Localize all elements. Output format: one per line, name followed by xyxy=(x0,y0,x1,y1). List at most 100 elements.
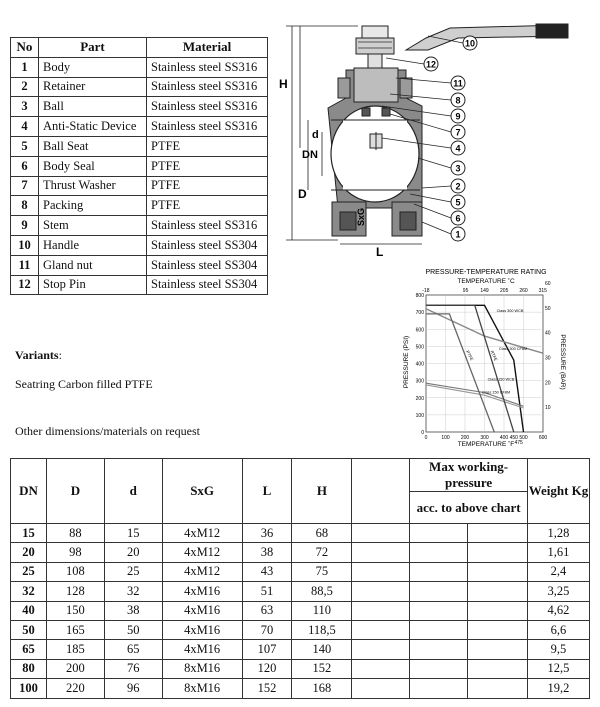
dims-cell-l: 51 xyxy=(241,581,293,602)
chart-ytick-left: 300 xyxy=(416,379,425,385)
dims-cell-empty xyxy=(351,678,411,699)
chart-ytick-right: 50 xyxy=(545,306,551,312)
chart-ytick-left: 500 xyxy=(416,344,425,350)
chart-xtick-bottom: 475 xyxy=(514,440,523,446)
parts-cell-no: 1 xyxy=(10,56,39,78)
callout-circle xyxy=(450,194,466,210)
parts-cell-no: 6 xyxy=(10,155,39,177)
chart-xlabel: TEMPERATURE ˚F xyxy=(458,440,515,448)
dims-cell-weight: 19,2 xyxy=(526,678,591,699)
chart-xtick-top: 149 xyxy=(480,288,489,294)
callout-circle xyxy=(450,124,466,140)
dims-cell-h: 110 xyxy=(291,600,353,621)
dims-cell-empty xyxy=(351,581,411,602)
chart-ytick-right: 40 xyxy=(545,331,551,337)
dims-cell-empty xyxy=(409,561,469,583)
chart-xtick-top: 205 xyxy=(500,288,509,294)
parts-cell-part: Ball Seat xyxy=(38,135,147,157)
dims-cell-d-small: 15 xyxy=(103,522,163,544)
chart-ytick-left: 600 xyxy=(416,327,425,333)
dims-cell-weight: 12,5 xyxy=(526,658,591,680)
chart-xtick-bottom: 450 xyxy=(510,435,519,441)
chart-series-label: Class 150 CF8M xyxy=(482,390,510,394)
dims-header-pressure: Max working-pressure xyxy=(409,458,528,492)
dims-cell-d-small: 38 xyxy=(103,600,163,621)
chart-series-line xyxy=(425,384,524,409)
variants-note: Other dimensions/materials on request xyxy=(15,424,200,438)
variants-colon: : xyxy=(58,348,62,362)
dims-header-d-small: d xyxy=(103,458,163,524)
callout-circle xyxy=(450,178,466,194)
dims-cell-sxg: 4xM12 xyxy=(161,542,243,563)
dims-cell-dn: 65 xyxy=(10,639,47,660)
dims-header-d-large: D xyxy=(45,458,105,524)
parts-cell-part: Ball xyxy=(38,96,147,118)
callout-number: 4 xyxy=(455,144,460,154)
parts-cell-no: 10 xyxy=(10,234,39,256)
callout-circle xyxy=(450,210,466,226)
dims-cell-empty xyxy=(467,639,528,660)
parts-cell-part: Handle xyxy=(38,234,147,256)
callout-number: 9 xyxy=(455,112,460,122)
parts-cell-part: Body Seal xyxy=(38,155,147,177)
dims-cell-empty xyxy=(467,619,528,641)
chart-ytick-right: 10 xyxy=(545,405,551,411)
dims-cell-d-large: 185 xyxy=(45,639,105,660)
callout-circle xyxy=(450,226,466,242)
dim-l-label: L xyxy=(376,245,383,258)
dims-cell-l: 70 xyxy=(241,619,293,641)
callout-circle xyxy=(450,140,466,156)
chart-ytick-left: 0 xyxy=(421,430,424,436)
dims-header-pressure-sub: acc. to above chart xyxy=(409,491,528,524)
callout-number: 5 xyxy=(455,198,460,208)
callout-number: 1 xyxy=(455,230,460,240)
variants-label: Variants xyxy=(15,348,59,362)
dims-cell-empty xyxy=(351,600,411,621)
parts-cell-part: Packing xyxy=(38,195,147,217)
dimensions-table: DN D d SxG L H Max working-pressure Weig… xyxy=(10,458,591,699)
dims-cell-weight: 9,5 xyxy=(526,639,591,660)
parts-cell-material: PTFE xyxy=(146,155,268,177)
callout-leader-line xyxy=(413,203,452,219)
dims-cell-empty xyxy=(409,600,469,621)
dim-d-small-label: d xyxy=(312,129,319,141)
dims-cell-h: 168 xyxy=(291,678,353,699)
dims-cell-d-small: 20 xyxy=(103,542,163,563)
dims-cell-sxg: 4xM16 xyxy=(161,581,243,602)
dims-cell-dn: 40 xyxy=(10,600,47,621)
dims-cell-empty xyxy=(467,600,528,621)
dims-cell-h: 72 xyxy=(291,542,353,563)
dims-cell-empty xyxy=(351,542,411,563)
chart-title: PRESSURE-TEMPERATURE RATING xyxy=(425,269,546,276)
parts-cell-material: Stainless steel SS304 xyxy=(146,274,268,296)
parts-cell-no: 11 xyxy=(10,254,39,276)
dims-cell-l: 38 xyxy=(241,542,293,563)
chart-line-label: RTFE xyxy=(489,350,498,362)
callout-leader-line xyxy=(381,105,452,117)
dims-cell-l: 152 xyxy=(241,678,293,699)
dims-cell-d-large: 98 xyxy=(45,542,105,563)
dims-cell-sxg: 4xM16 xyxy=(161,619,243,641)
dims-cell-weight: 4,62 xyxy=(526,600,591,621)
dims-cell-d-small: 76 xyxy=(103,658,163,680)
callout-leader-line xyxy=(427,35,464,44)
dims-cell-h: 152 xyxy=(291,658,353,680)
dims-cell-empty xyxy=(409,522,469,544)
dims-cell-empty xyxy=(467,542,528,563)
dims-cell-h: 118,5 xyxy=(291,619,353,641)
parts-cell-part: Anti-Static Device xyxy=(38,116,147,137)
parts-cell-no: 12 xyxy=(10,274,39,296)
chart-ytick-right: 60 xyxy=(545,281,551,287)
dims-cell-empty xyxy=(351,658,411,680)
chart-xtick-bottom: 100 xyxy=(441,435,450,441)
dims-cell-weight: 2,4 xyxy=(526,561,591,583)
